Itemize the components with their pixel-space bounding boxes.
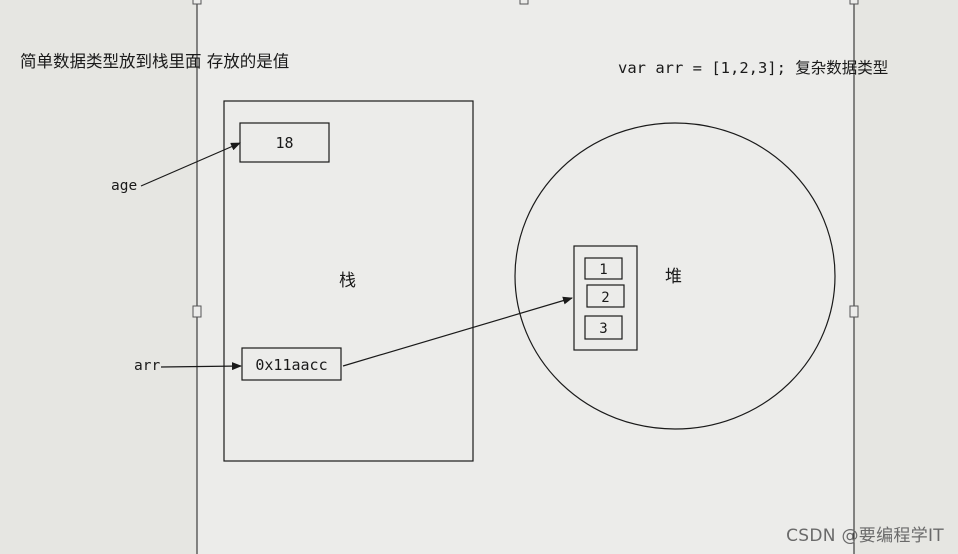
stack-cell-arr (241, 347, 342, 381)
handle-top-right[interactable] (849, 0, 859, 5)
heap-array-box (573, 245, 638, 351)
caption-left: 简单数据类型放到栈里面 存放的是值 (20, 52, 289, 71)
csdn-watermark: CSDN @要编程学IT (786, 526, 944, 546)
handle-top-left[interactable] (192, 0, 202, 5)
heap-array-item-3 (584, 315, 623, 340)
variable-arr-label: arr (134, 358, 160, 374)
stack-cell-age-value: 18 (275, 134, 293, 152)
heap-array-item-1 (584, 257, 623, 280)
heap-array-item-1-text: 1 (599, 262, 607, 278)
handle-top-middle[interactable] (519, 0, 529, 5)
stack-cell-age (239, 122, 330, 163)
arrow-address-to-heap (342, 296, 573, 367)
stack-cell-arr-address: 0x11aacc (255, 356, 327, 374)
heap-array-item-2-text: 2 (601, 290, 609, 306)
page-sheet (197, 0, 854, 554)
heap-array-item-2 (586, 284, 625, 308)
stack-label: 栈 (339, 271, 356, 291)
heap-circle (514, 122, 836, 430)
arrow-arr-to-stack (160, 362, 242, 371)
handle-middle-right[interactable] (849, 305, 859, 318)
variable-age-label: age (111, 178, 137, 194)
heap-label: 堆 (665, 267, 682, 287)
heap-array-item-3-text: 3 (599, 321, 607, 337)
caption-right: var arr = [1,2,3]; 复杂数据类型 (618, 59, 888, 77)
stack-box (223, 100, 474, 462)
handle-middle-left[interactable] (192, 305, 202, 318)
arrow-age-to-stack (140, 142, 241, 187)
